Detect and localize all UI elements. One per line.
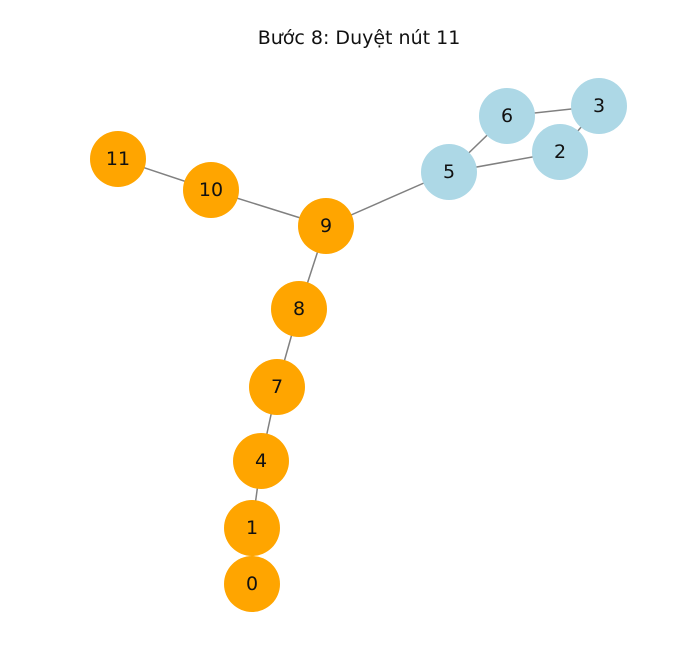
node-2: 2	[532, 124, 588, 180]
node-label-11: 11	[106, 148, 130, 170]
node-label-6: 6	[501, 105, 513, 127]
node-label-2: 2	[554, 141, 566, 163]
node-label-8: 8	[293, 298, 305, 320]
diagram-title: Bước 8: Duyệt nút 11	[257, 27, 461, 49]
node-8: 8	[271, 281, 327, 337]
node-6: 6	[479, 88, 535, 144]
node-circle-9	[298, 198, 354, 254]
node-3: 3	[571, 78, 627, 134]
node-label-5: 5	[443, 161, 455, 183]
node-circle-6	[479, 88, 535, 144]
node-label-1: 1	[246, 517, 258, 539]
node-4: 4	[233, 433, 289, 489]
node-5: 5	[421, 144, 477, 200]
node-label-3: 3	[593, 95, 605, 117]
nodes-layer: 0 1 4 7 8 9 10 11 5 6 2 3	[90, 78, 627, 612]
node-7: 7	[249, 359, 305, 415]
node-9: 9	[298, 198, 354, 254]
node-1: 1	[224, 500, 280, 556]
node-circle-3	[571, 78, 627, 134]
node-circle-0	[224, 556, 280, 612]
node-10: 10	[183, 162, 239, 218]
node-circle-1	[224, 500, 280, 556]
node-circle-8	[271, 281, 327, 337]
node-circle-10	[183, 162, 239, 218]
node-circle-2	[532, 124, 588, 180]
node-label-4: 4	[255, 450, 267, 472]
node-circle-11	[90, 131, 146, 187]
node-label-7: 7	[271, 376, 283, 398]
node-11: 11	[90, 131, 146, 187]
node-circle-4	[233, 433, 289, 489]
node-label-0: 0	[246, 573, 258, 595]
node-circle-7	[249, 359, 305, 415]
node-0: 0	[224, 556, 280, 612]
node-circle-5	[421, 144, 477, 200]
node-label-9: 9	[320, 215, 332, 237]
node-label-10: 10	[199, 179, 223, 201]
